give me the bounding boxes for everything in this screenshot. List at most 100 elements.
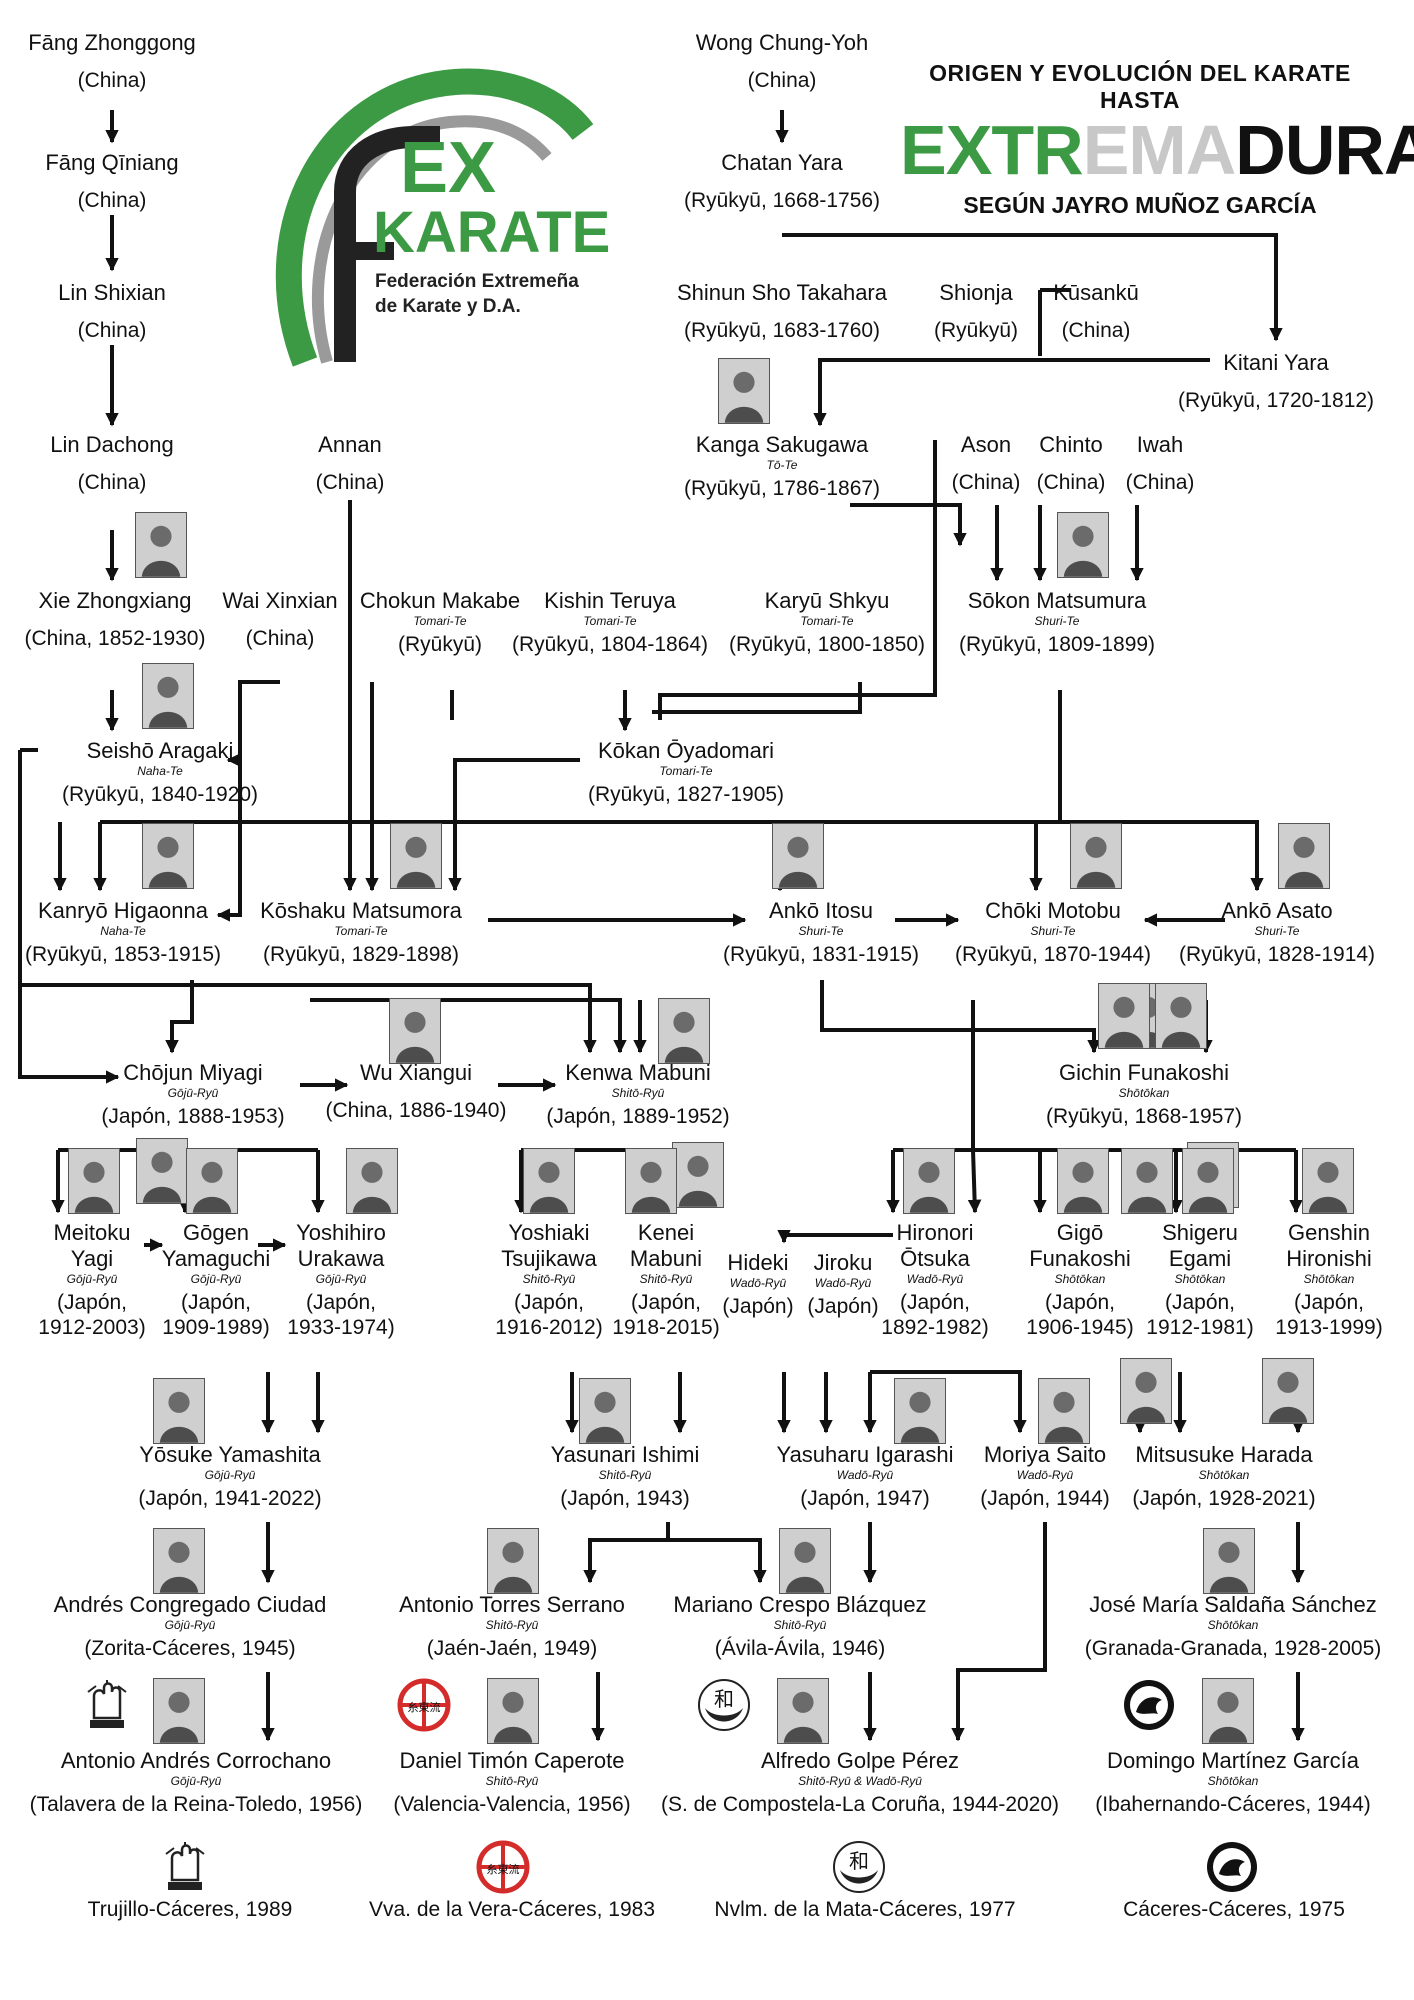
portrait-photo bbox=[579, 1378, 631, 1444]
node-origin: (Ryūkyū, 1831-1915) bbox=[722, 943, 920, 966]
node-kusanku: Kūsankū(China) bbox=[1053, 280, 1139, 343]
node-name: Chōki Motobu bbox=[985, 898, 1121, 923]
node-name: Yōsuke Yamashita bbox=[139, 1442, 321, 1467]
node-name: Kenwa Mabuni bbox=[565, 1060, 711, 1085]
node-origin: (Japón, bbox=[513, 1291, 585, 1314]
node-origin: (Ryūkyū, 1853-1915) bbox=[24, 943, 222, 966]
node-origin: (China) bbox=[315, 471, 385, 494]
node-name: Gichin Funakoshi bbox=[1059, 1060, 1229, 1085]
node-name: Yoshiaki bbox=[508, 1220, 590, 1245]
node-style: Shōtōkan bbox=[1174, 1272, 1226, 1286]
node-name: Lin Shixian bbox=[58, 280, 166, 305]
shotokan-tiger-emblem bbox=[1205, 1840, 1259, 1894]
node-iwah: Iwah(China) bbox=[1126, 432, 1195, 495]
node-name: Ason bbox=[960, 432, 1012, 457]
dojo-label: Nvlm. de la Mata-Cáceres, 1977 bbox=[714, 1898, 1016, 1921]
portrait-photo bbox=[1057, 1148, 1109, 1214]
lineage-arrow bbox=[777, 1229, 893, 1244]
node-style: Shōtōkan bbox=[1303, 1272, 1355, 1286]
node-name: Xie Zhongxiang bbox=[38, 588, 192, 613]
node-style: Gōjū-Ryū bbox=[164, 1618, 216, 1632]
node-origin: (Ryūkyū, 1800-1850) bbox=[728, 633, 926, 656]
node-origin: (Granada-Granada, 1928-2005) bbox=[1084, 1637, 1382, 1660]
portrait-photo bbox=[1120, 1358, 1172, 1424]
node-name: Kōkan Ōyadomari bbox=[597, 738, 775, 763]
title-extremadura-part-0: EXTR bbox=[900, 111, 1084, 189]
lineage-arrow bbox=[20, 983, 597, 1054]
logo-tagline-2: de Karate y D.A. bbox=[375, 296, 521, 317]
node-name: Hironori bbox=[896, 1220, 974, 1245]
node-origin: (China) bbox=[77, 189, 147, 212]
node-name: Mariano Crespo Blázquez bbox=[673, 1592, 927, 1617]
node-wu-xiangui: Wu Xiangui(China, 1886-1940) bbox=[326, 1060, 507, 1123]
node-origin: (Ryūkyū, 1868-1957) bbox=[1045, 1105, 1243, 1128]
svg-text:和: 和 bbox=[849, 1849, 869, 1873]
node-name: Ankō Itosu bbox=[769, 898, 873, 923]
svg-text:糸東流: 糸東流 bbox=[408, 1700, 441, 1714]
node-style: Shitō-Ryū bbox=[773, 1618, 827, 1632]
node-name-2: Egami bbox=[1168, 1246, 1232, 1271]
node-style: Naha-Te bbox=[137, 764, 183, 778]
node-style: Tomari-Te bbox=[800, 614, 854, 628]
node-name: Lin Dachong bbox=[50, 432, 174, 457]
logo-karate-text: KARATE bbox=[373, 200, 610, 265]
node-origin: (Japón, 1888-1953) bbox=[101, 1105, 285, 1128]
node-name: Alfredo Golpe Pérez bbox=[760, 1748, 960, 1773]
node-name: Moriya Saito bbox=[983, 1442, 1107, 1467]
node-origin: (Japón) bbox=[722, 1295, 794, 1318]
node-style: Wadō-Ryū bbox=[836, 1468, 894, 1482]
node-origin: (Japón, bbox=[899, 1291, 971, 1314]
shito-ryu-emblem: 糸東流 bbox=[397, 1678, 451, 1732]
node-origin: (Ryūkyū, 1828-1914) bbox=[1178, 943, 1376, 966]
dojo-label: Vva. de la Vera-Cáceres, 1983 bbox=[368, 1898, 656, 1921]
node-origin: (Japón, bbox=[1293, 1291, 1365, 1314]
node-fang-qiniang: Fāng Qīniang (China) bbox=[45, 150, 178, 213]
node-name: Antonio Andrés Corrochano bbox=[60, 1748, 332, 1773]
node-name: Fāng Qīniang bbox=[45, 150, 179, 175]
node-origin: (China) bbox=[245, 627, 315, 650]
node-style: Tō-Te bbox=[766, 458, 798, 472]
node-name: Domingo Martínez García bbox=[1107, 1748, 1359, 1773]
portrait-photo bbox=[1182, 1148, 1234, 1214]
node-kitani-yara: Kitani Yara(Ryūkyū, 1720-1812) bbox=[1178, 350, 1374, 413]
lineage-arrow bbox=[310, 998, 627, 1054]
node-style: Wadō-Ryū bbox=[1016, 1468, 1074, 1482]
logo-tagline-1: Federación Extremeña bbox=[375, 271, 579, 292]
node-name: Shionja bbox=[939, 280, 1013, 305]
node-origin: (Japón, bbox=[56, 1291, 128, 1314]
node-origin-2: 1933-1974) bbox=[287, 1316, 395, 1339]
node-origin: (Ryūkyū, 1809-1899) bbox=[958, 633, 1156, 656]
portrait-photo bbox=[1203, 1528, 1255, 1594]
portrait-photo bbox=[389, 998, 441, 1064]
node-origin-2: 1906-1945) bbox=[1026, 1316, 1134, 1339]
lineage-arrow bbox=[668, 1538, 767, 1584]
node-style: Shitō-Ryū bbox=[611, 1086, 665, 1100]
node-name: Shigeru bbox=[1162, 1220, 1238, 1245]
node-name: Chōjun Miyagi bbox=[123, 1060, 263, 1085]
node-origin: (Japón, bbox=[1164, 1291, 1236, 1314]
portrait-photo bbox=[1302, 1148, 1354, 1214]
node-style: Gōjū-Ryū bbox=[170, 1774, 222, 1788]
node-style: Gōjū-Ryū bbox=[204, 1468, 256, 1482]
node-origin-2: 1909-1989) bbox=[162, 1316, 270, 1339]
fex-karate-logo: EX KARATE Federación Extremeña de Karate… bbox=[265, 62, 645, 372]
node-name: Genshin bbox=[1288, 1220, 1370, 1245]
node-origin: (Japón, 1944) bbox=[980, 1487, 1110, 1510]
node-name: Kishin Teruya bbox=[544, 588, 676, 613]
portrait-photo bbox=[142, 823, 194, 889]
node-style: Tomari-Te bbox=[583, 614, 637, 628]
node-name: José María Saldaña Sánchez bbox=[1089, 1592, 1377, 1617]
node-origin: (Ryūkyū, 1870-1944) bbox=[954, 943, 1152, 966]
